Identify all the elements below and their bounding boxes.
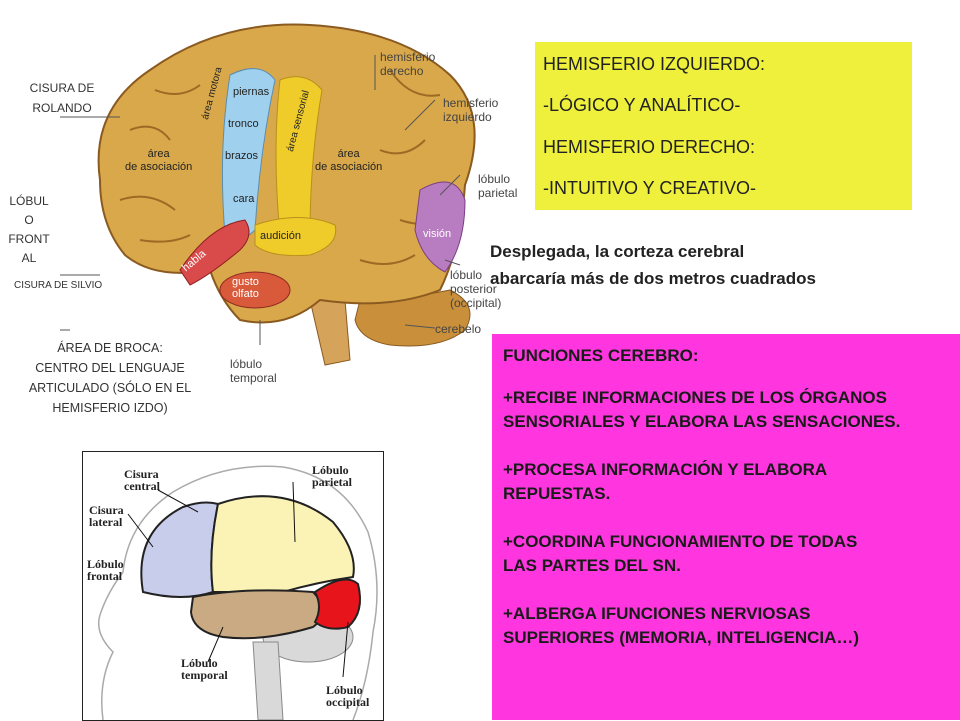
hemisferio-izquierdo-desc: -LÓGICO Y ANALÍTICO- — [543, 95, 741, 115]
temporal-lobe-shape — [189, 589, 324, 640]
parietal-lobe-shape — [210, 495, 355, 593]
label-lobulo-temporal: lóbulo temporal — [230, 357, 277, 385]
label-audicion: audición — [260, 230, 301, 242]
hemispheres-box: HEMISFERIO IZQUIERDO: -LÓGICO Y ANALÍTIC… — [535, 42, 912, 210]
occipital-lobe-shape — [313, 578, 361, 630]
label-vision: visión — [423, 228, 452, 240]
broca-title: ÁREA DE BROCA: — [57, 341, 163, 355]
label-lobulo-frontal-top: LÓBUL O FRONT AL — [8, 194, 50, 265]
hemisferio-derecho-title: HEMISFERIO DERECHO: — [543, 137, 756, 157]
label-lobulo-parietal: lóbulo parietal — [478, 172, 518, 200]
label-lines — [127, 481, 349, 678]
callout-lines — [60, 55, 461, 345]
label-hemisferio-izquierdo: hemisferio izquierdo — [443, 96, 499, 124]
brain-functions-box: FUNCIONES CEREBRO: +RECIBE INFORMACIONES… — [492, 334, 960, 720]
head-outline — [98, 465, 378, 720]
speech-area-shape — [179, 219, 250, 286]
broca-caption: ÁREA DE BROCA: CENTRO DEL LENGUAJE ARTIC… — [10, 338, 210, 418]
label-lobulo-posterior: lóbulo posterior (occipital) — [450, 268, 502, 310]
taste-smell-area-shape — [219, 271, 291, 309]
cortex-caption: Desplegada, la corteza cerebral abarcarí… — [490, 242, 816, 288]
label-cerebelo: cerebelo — [435, 322, 482, 336]
hemisferio-izquierdo-title: HEMISFERIO IZQUIERDO: — [543, 54, 766, 74]
audition-area-shape — [254, 217, 337, 256]
label-cisura-silvio: CISURA DE SILVIO — [14, 280, 103, 291]
brainstem-shape — [252, 641, 284, 720]
label-piernas: piernas — [233, 86, 270, 98]
brainstem-shape — [309, 299, 351, 366]
vision-area-shape — [414, 181, 466, 273]
label-area-asociacion-1: área de asociación — [125, 148, 193, 173]
brain-illustration — [60, 23, 476, 366]
label-area-asociacion-2: área de asociación — [315, 148, 383, 173]
label-cisura-rolando: CISURA DE ROLANDO — [29, 81, 95, 115]
frontal-lobe-shape — [140, 501, 220, 598]
label-tronco: tronco — [228, 118, 259, 130]
hemisferio-derecho-desc: -INTUITIVO Y CREATIVO- — [543, 178, 757, 198]
label-gusto-olfato: gusto olfato — [232, 276, 259, 300]
brain-lateral-diagram: piernas tronco brazos cara área motora á… — [60, 0, 530, 400]
lobes-illustration — [98, 465, 378, 720]
label-hemisferio-derecho: hemisferio derecho — [380, 50, 436, 78]
label-cara: cara — [233, 193, 255, 205]
label-brazos: brazos — [225, 150, 259, 162]
functions-title: FUNCIONES CEREBRO: — [503, 346, 699, 365]
